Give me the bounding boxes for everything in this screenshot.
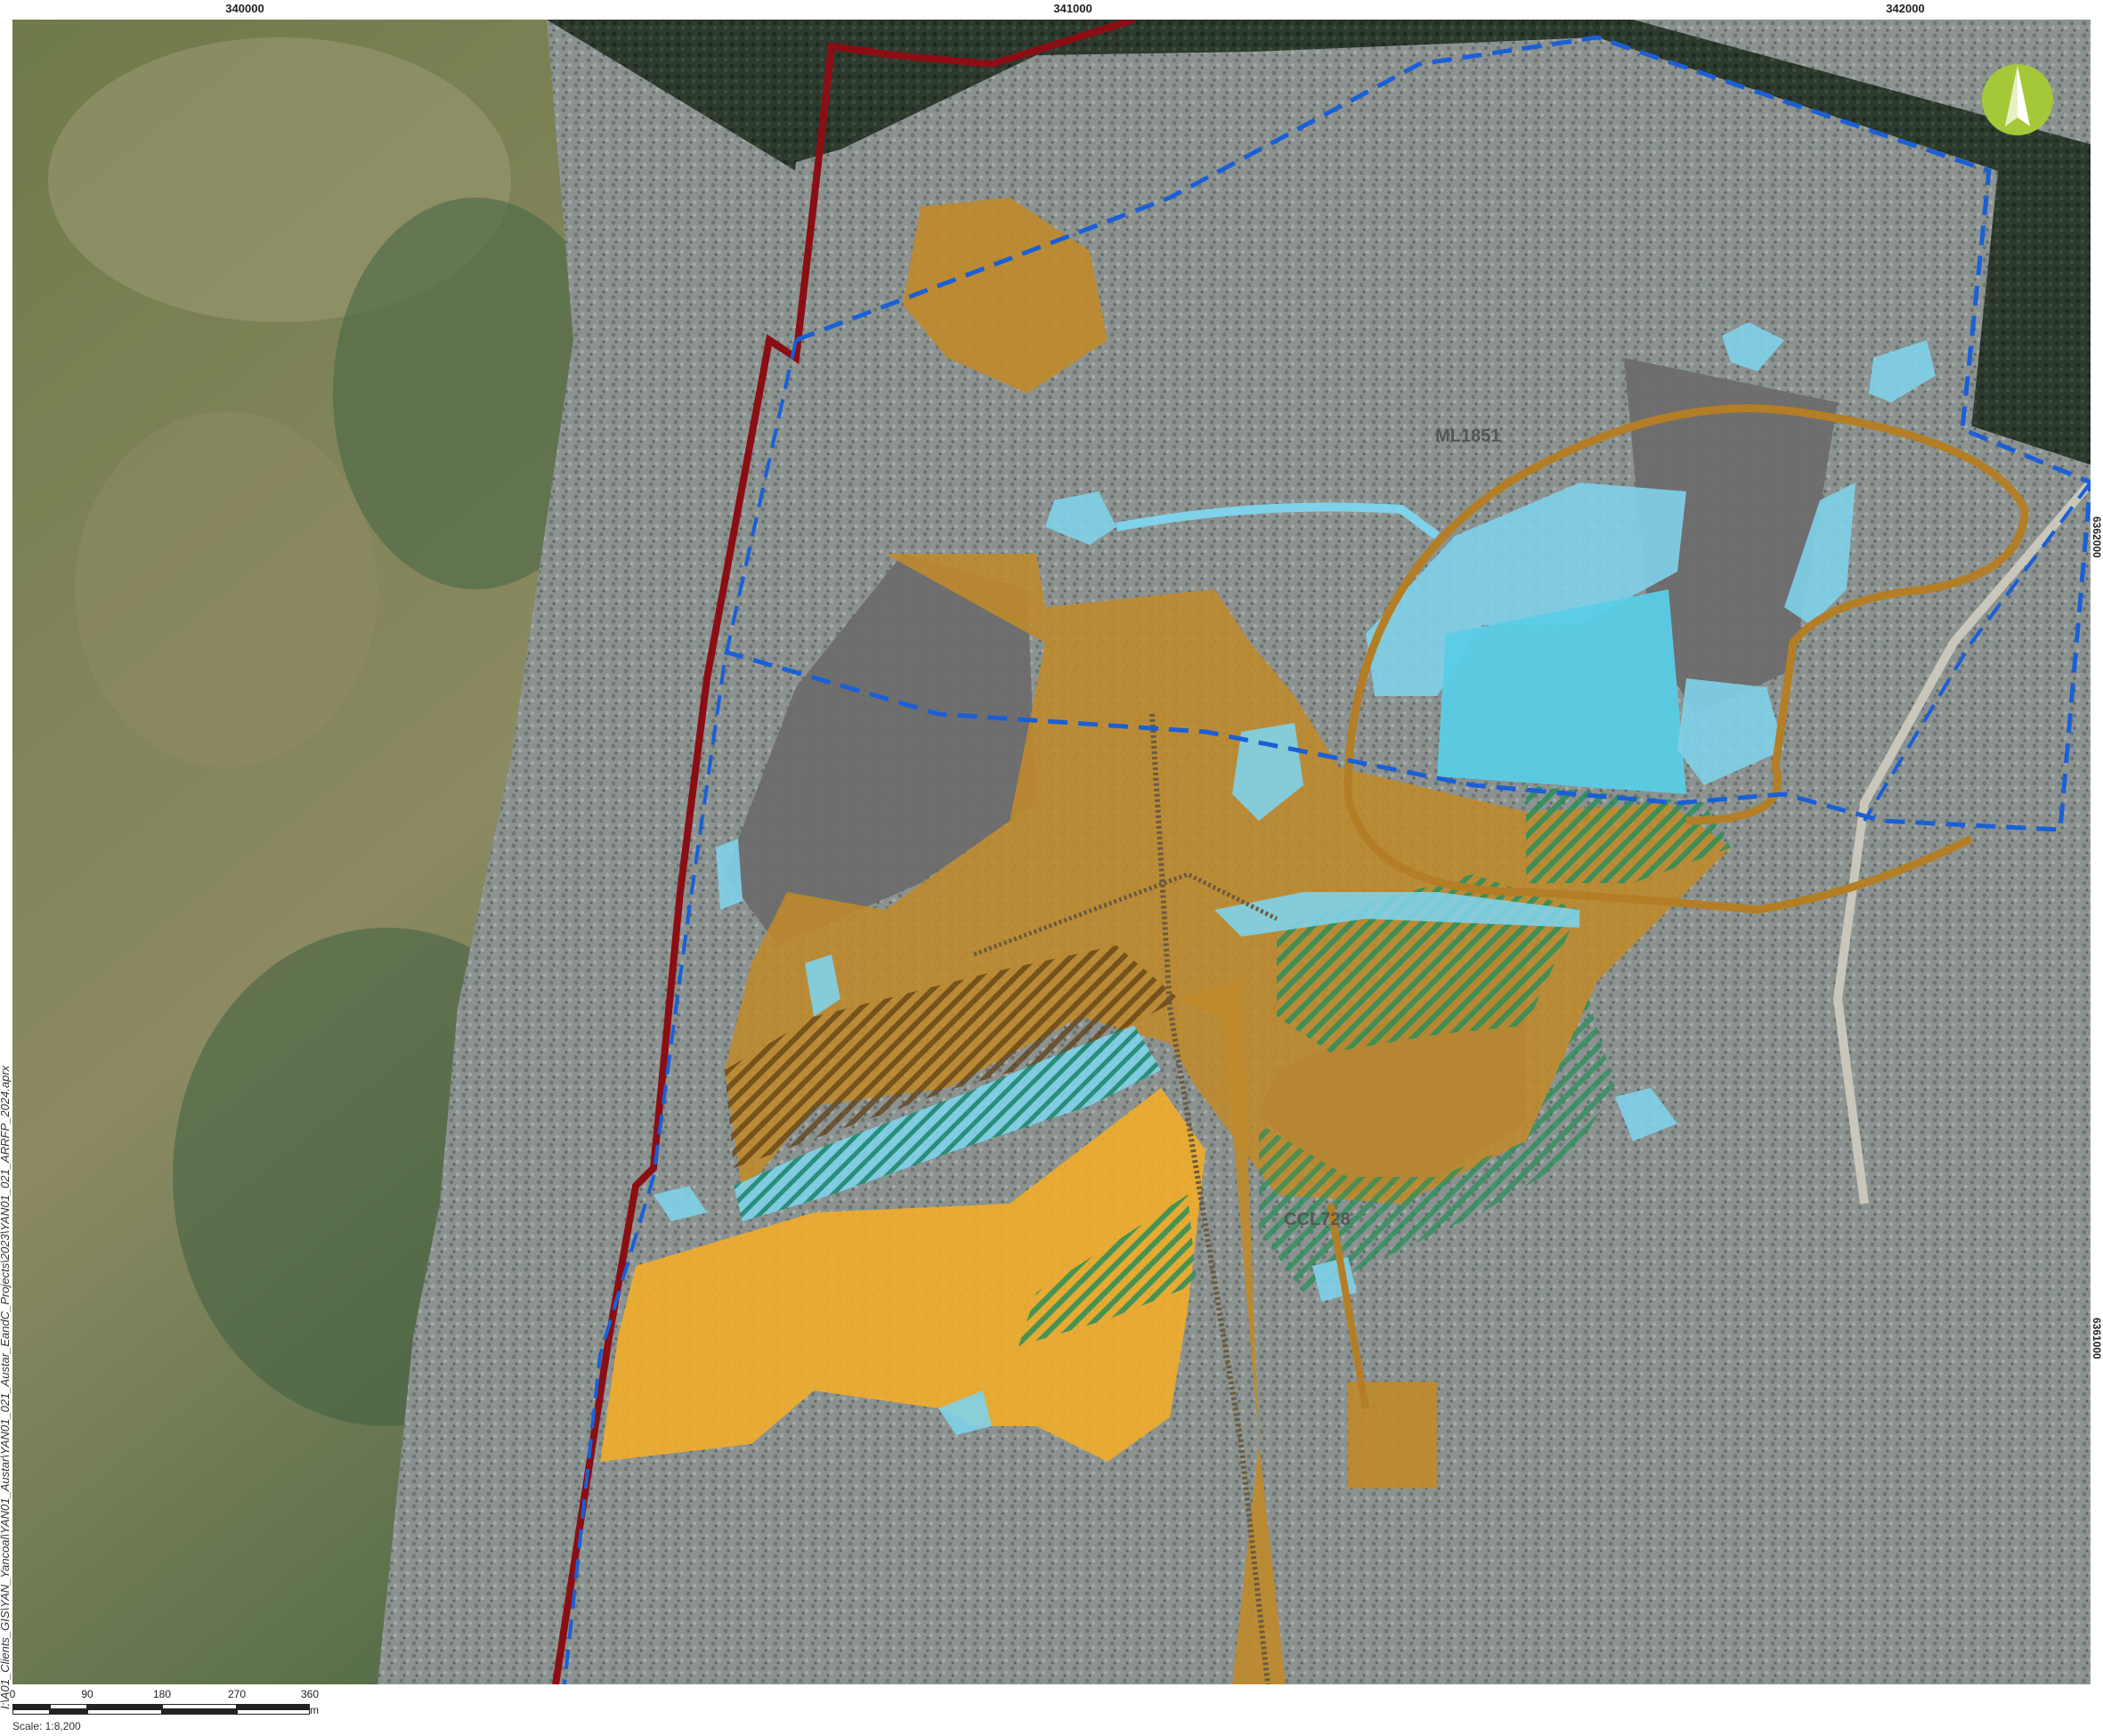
easting-label-341000: 341000 bbox=[1053, 2, 1092, 15]
lease-label-ccl728: CCL728 bbox=[1284, 1210, 1350, 1229]
grey-area-west bbox=[725, 554, 1036, 945]
scale-segment bbox=[50, 1704, 87, 1709]
haul-road-south bbox=[1344, 793, 1974, 914]
scale-segment bbox=[237, 1709, 310, 1715]
map-canvas: ML1851 CCL728 bbox=[12, 20, 2091, 1684]
property-boundary bbox=[552, 20, 1136, 1684]
water-channel-north bbox=[1116, 502, 1440, 539]
hatched-water-channel bbox=[734, 1026, 1161, 1221]
conveyor-corridor bbox=[1179, 981, 1286, 1684]
scale-tick: 360 bbox=[300, 1688, 320, 1700]
haul-road-north bbox=[1344, 404, 2029, 825]
file-path-text: I:\A01_Clients_GIS\YAN_Yancoal\YAN01_Aus… bbox=[0, 1065, 12, 1709]
rail-line bbox=[973, 872, 1279, 957]
scale-tick: 0 bbox=[9, 1688, 16, 1700]
water-pond-10 bbox=[938, 1391, 992, 1435]
scale-segment bbox=[12, 1704, 50, 1709]
water-pond-4 bbox=[1232, 723, 1303, 821]
north-arrow-icon bbox=[1982, 64, 2053, 135]
scale-bar: 0 90 180 270 360 m Scale: 1:8,200 bbox=[9, 1688, 333, 1734]
lease-boundary-ml1851 bbox=[724, 35, 2091, 832]
scale-tick: 180 bbox=[152, 1688, 172, 1700]
water-pond-2 bbox=[1869, 340, 1936, 402]
hatched-area-green-3 bbox=[1019, 1195, 1197, 1346]
water-pond-1 bbox=[1722, 322, 1784, 371]
haul-road-pad bbox=[1327, 1203, 1369, 1409]
map-frame[interactable]: ML1851 CCL728 bbox=[12, 20, 2091, 1684]
northing-label-6362000: 6362000 bbox=[2091, 516, 2103, 558]
grey-area-north bbox=[1624, 358, 1838, 714]
tree-patch bbox=[333, 198, 618, 589]
water-dam-rect bbox=[1437, 589, 1686, 794]
lease-boundary-ccl728 bbox=[563, 339, 798, 1684]
scale-segment bbox=[87, 1709, 162, 1715]
lease-boundary-east bbox=[1863, 481, 2091, 823]
water-body-east bbox=[1677, 678, 1784, 785]
water-pond-8 bbox=[1615, 1088, 1677, 1141]
scale-segment bbox=[87, 1704, 162, 1709]
lease-label-ml1851: ML1851 bbox=[1435, 426, 1500, 446]
conveyor-line bbox=[1149, 713, 1271, 1684]
water-channel-east bbox=[1784, 483, 1855, 625]
hatched-area-brown bbox=[725, 945, 1179, 1168]
scale-unit: m bbox=[310, 1704, 319, 1716]
scale-segment bbox=[50, 1709, 87, 1715]
hatched-area-green-4 bbox=[1259, 999, 1615, 1293]
scale-ratio-text: Scale: 1:8,200 bbox=[12, 1720, 81, 1732]
northing-label-6361000: 6361000 bbox=[2091, 1318, 2103, 1359]
disturbed-area-north bbox=[903, 198, 1108, 393]
hatched-area-green-2 bbox=[1526, 785, 1731, 883]
water-pond-7 bbox=[654, 1186, 707, 1221]
scale-segment bbox=[237, 1704, 310, 1709]
road bbox=[1832, 479, 2091, 1205]
water-pond-5 bbox=[716, 839, 743, 910]
scale-tick: 90 bbox=[81, 1688, 93, 1700]
easting-label-340000: 340000 bbox=[225, 2, 264, 15]
water-channel-central bbox=[1214, 892, 1579, 937]
scale-segment bbox=[162, 1704, 237, 1709]
scale-segment bbox=[12, 1709, 50, 1715]
scale-tick: 270 bbox=[227, 1688, 247, 1700]
water-pond-6 bbox=[805, 954, 840, 1017]
scale-segment bbox=[162, 1709, 237, 1715]
easting-label-342000: 342000 bbox=[1886, 2, 1925, 15]
rehabilitation-area bbox=[600, 1088, 1206, 1462]
dense-forest bbox=[547, 20, 2091, 465]
water-pond-3 bbox=[1045, 491, 1116, 545]
pasture-patch bbox=[75, 411, 378, 767]
